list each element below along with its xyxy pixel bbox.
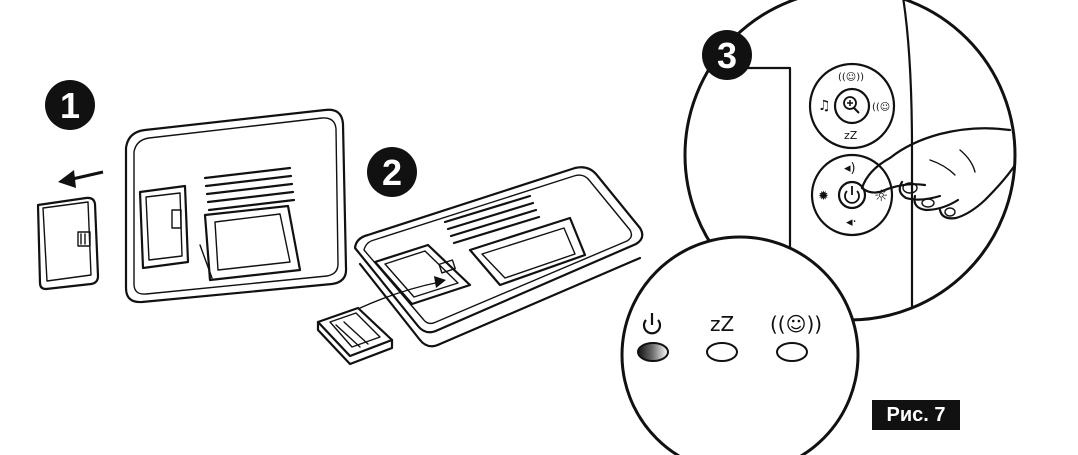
sleep-led-label: zZ xyxy=(710,312,734,336)
step-1-badge xyxy=(45,80,95,130)
remove-arrow-icon xyxy=(58,170,104,188)
vent-slots-2 xyxy=(443,194,541,245)
power-button[interactable] xyxy=(837,180,867,210)
power-led xyxy=(637,342,669,362)
led-panel: zZ ((☺)) xyxy=(620,235,860,455)
power-button-cluster xyxy=(810,153,894,237)
battery-cover xyxy=(36,196,100,291)
step-1: 1 xyxy=(36,80,348,304)
insert-arrow-icon xyxy=(434,276,446,288)
step-3-badge xyxy=(702,30,752,80)
music-icon: ♫ xyxy=(818,98,831,114)
step-1-number: 1 xyxy=(60,85,80,126)
baby-sound-icon: ((☺)) xyxy=(838,72,864,83)
sleep-icon: zZ xyxy=(844,129,858,142)
sleep-led xyxy=(706,342,738,362)
pressing-hand xyxy=(860,127,1014,220)
baby-led-label: ((☺)) xyxy=(770,312,822,336)
baby-led xyxy=(776,342,808,362)
volume-up-icon: ◂) xyxy=(844,161,856,176)
device-flat xyxy=(353,166,644,348)
power-led-icon xyxy=(642,319,662,335)
vent-slots xyxy=(203,166,296,212)
step-2-badge xyxy=(367,147,417,197)
zoom-icon xyxy=(843,96,860,114)
zoom-button xyxy=(833,87,871,125)
power-icon xyxy=(844,190,860,204)
battery-pack xyxy=(316,306,394,366)
step-2: 2 xyxy=(316,147,644,366)
step-3-number: 3 xyxy=(717,35,737,76)
brightness-down-icon: ✹ xyxy=(818,189,829,204)
figure-label: Рис. 7 xyxy=(872,400,960,430)
talk-icon: ((☺ xyxy=(872,102,890,113)
step-2-number: 2 xyxy=(382,152,402,193)
volume-down-icon: ◂· xyxy=(846,215,857,230)
nav-button-cluster xyxy=(808,62,896,150)
device-back xyxy=(124,108,348,304)
